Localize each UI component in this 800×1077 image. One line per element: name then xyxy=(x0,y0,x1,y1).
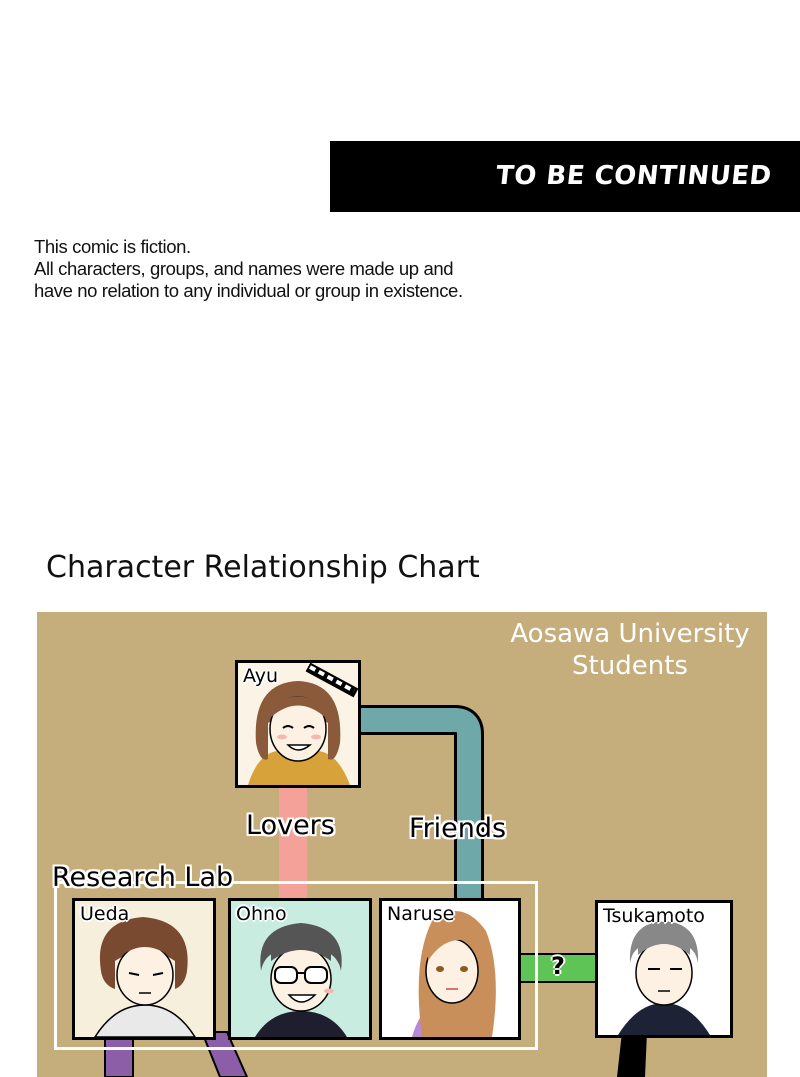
fiction-disclaimer: This comic is fiction. All characters, g… xyxy=(34,236,554,302)
friends-label: Friends xyxy=(409,813,507,844)
unknown-link xyxy=(514,953,602,983)
disclaimer-line-3: have no relation to any individual or gr… xyxy=(34,280,463,301)
ohno-down-link xyxy=(200,1031,249,1077)
name-naruse: Naruse xyxy=(387,903,455,925)
lovers-link xyxy=(279,784,307,904)
tsukamoto-illustration xyxy=(598,903,730,1035)
disclaimer-line-2: All characters, groups, and names were m… xyxy=(34,258,454,279)
portrait-ohno: Ohno xyxy=(228,898,372,1040)
chart-title: Character Relationship Chart xyxy=(46,550,480,585)
name-ohno: Ohno xyxy=(236,903,287,925)
name-ayu: Ayu xyxy=(243,665,278,687)
naruse-illustration xyxy=(382,901,518,1037)
tsukamoto-down-link xyxy=(617,1032,647,1077)
research-lab-box xyxy=(54,881,538,1050)
banner-text: TO BE CONTINUED xyxy=(494,161,774,191)
to-be-continued-banner: TO BE CONTINUED xyxy=(330,141,800,212)
name-ueda: Ueda xyxy=(80,903,130,925)
disclaimer-line-1: This comic is fiction. xyxy=(34,236,191,257)
relationship-chart-panel: Aosawa University Students Research Lab … xyxy=(37,612,767,1077)
unknown-relation-label: ? xyxy=(551,952,565,980)
ueda-illustration xyxy=(75,901,213,1037)
group-title-line-2: Students xyxy=(572,651,688,681)
group-title-line-1: Aosawa University xyxy=(510,619,750,649)
ohno-illustration xyxy=(231,901,369,1037)
research-lab-label: Research Lab xyxy=(52,862,234,893)
group-title: Aosawa University Students xyxy=(505,618,755,682)
portrait-naruse: Naruse xyxy=(379,898,521,1040)
relationship-connectors xyxy=(104,705,647,1077)
ayu-illustration xyxy=(238,663,358,785)
portrait-tsukamoto: Tsukamoto xyxy=(595,900,733,1038)
portrait-ayu: Ayu xyxy=(235,660,361,788)
friends-link xyxy=(357,705,484,904)
portrait-ueda: Ueda xyxy=(72,898,216,1040)
name-tsukamoto: Tsukamoto xyxy=(603,905,705,927)
lovers-label: Lovers xyxy=(246,810,335,841)
